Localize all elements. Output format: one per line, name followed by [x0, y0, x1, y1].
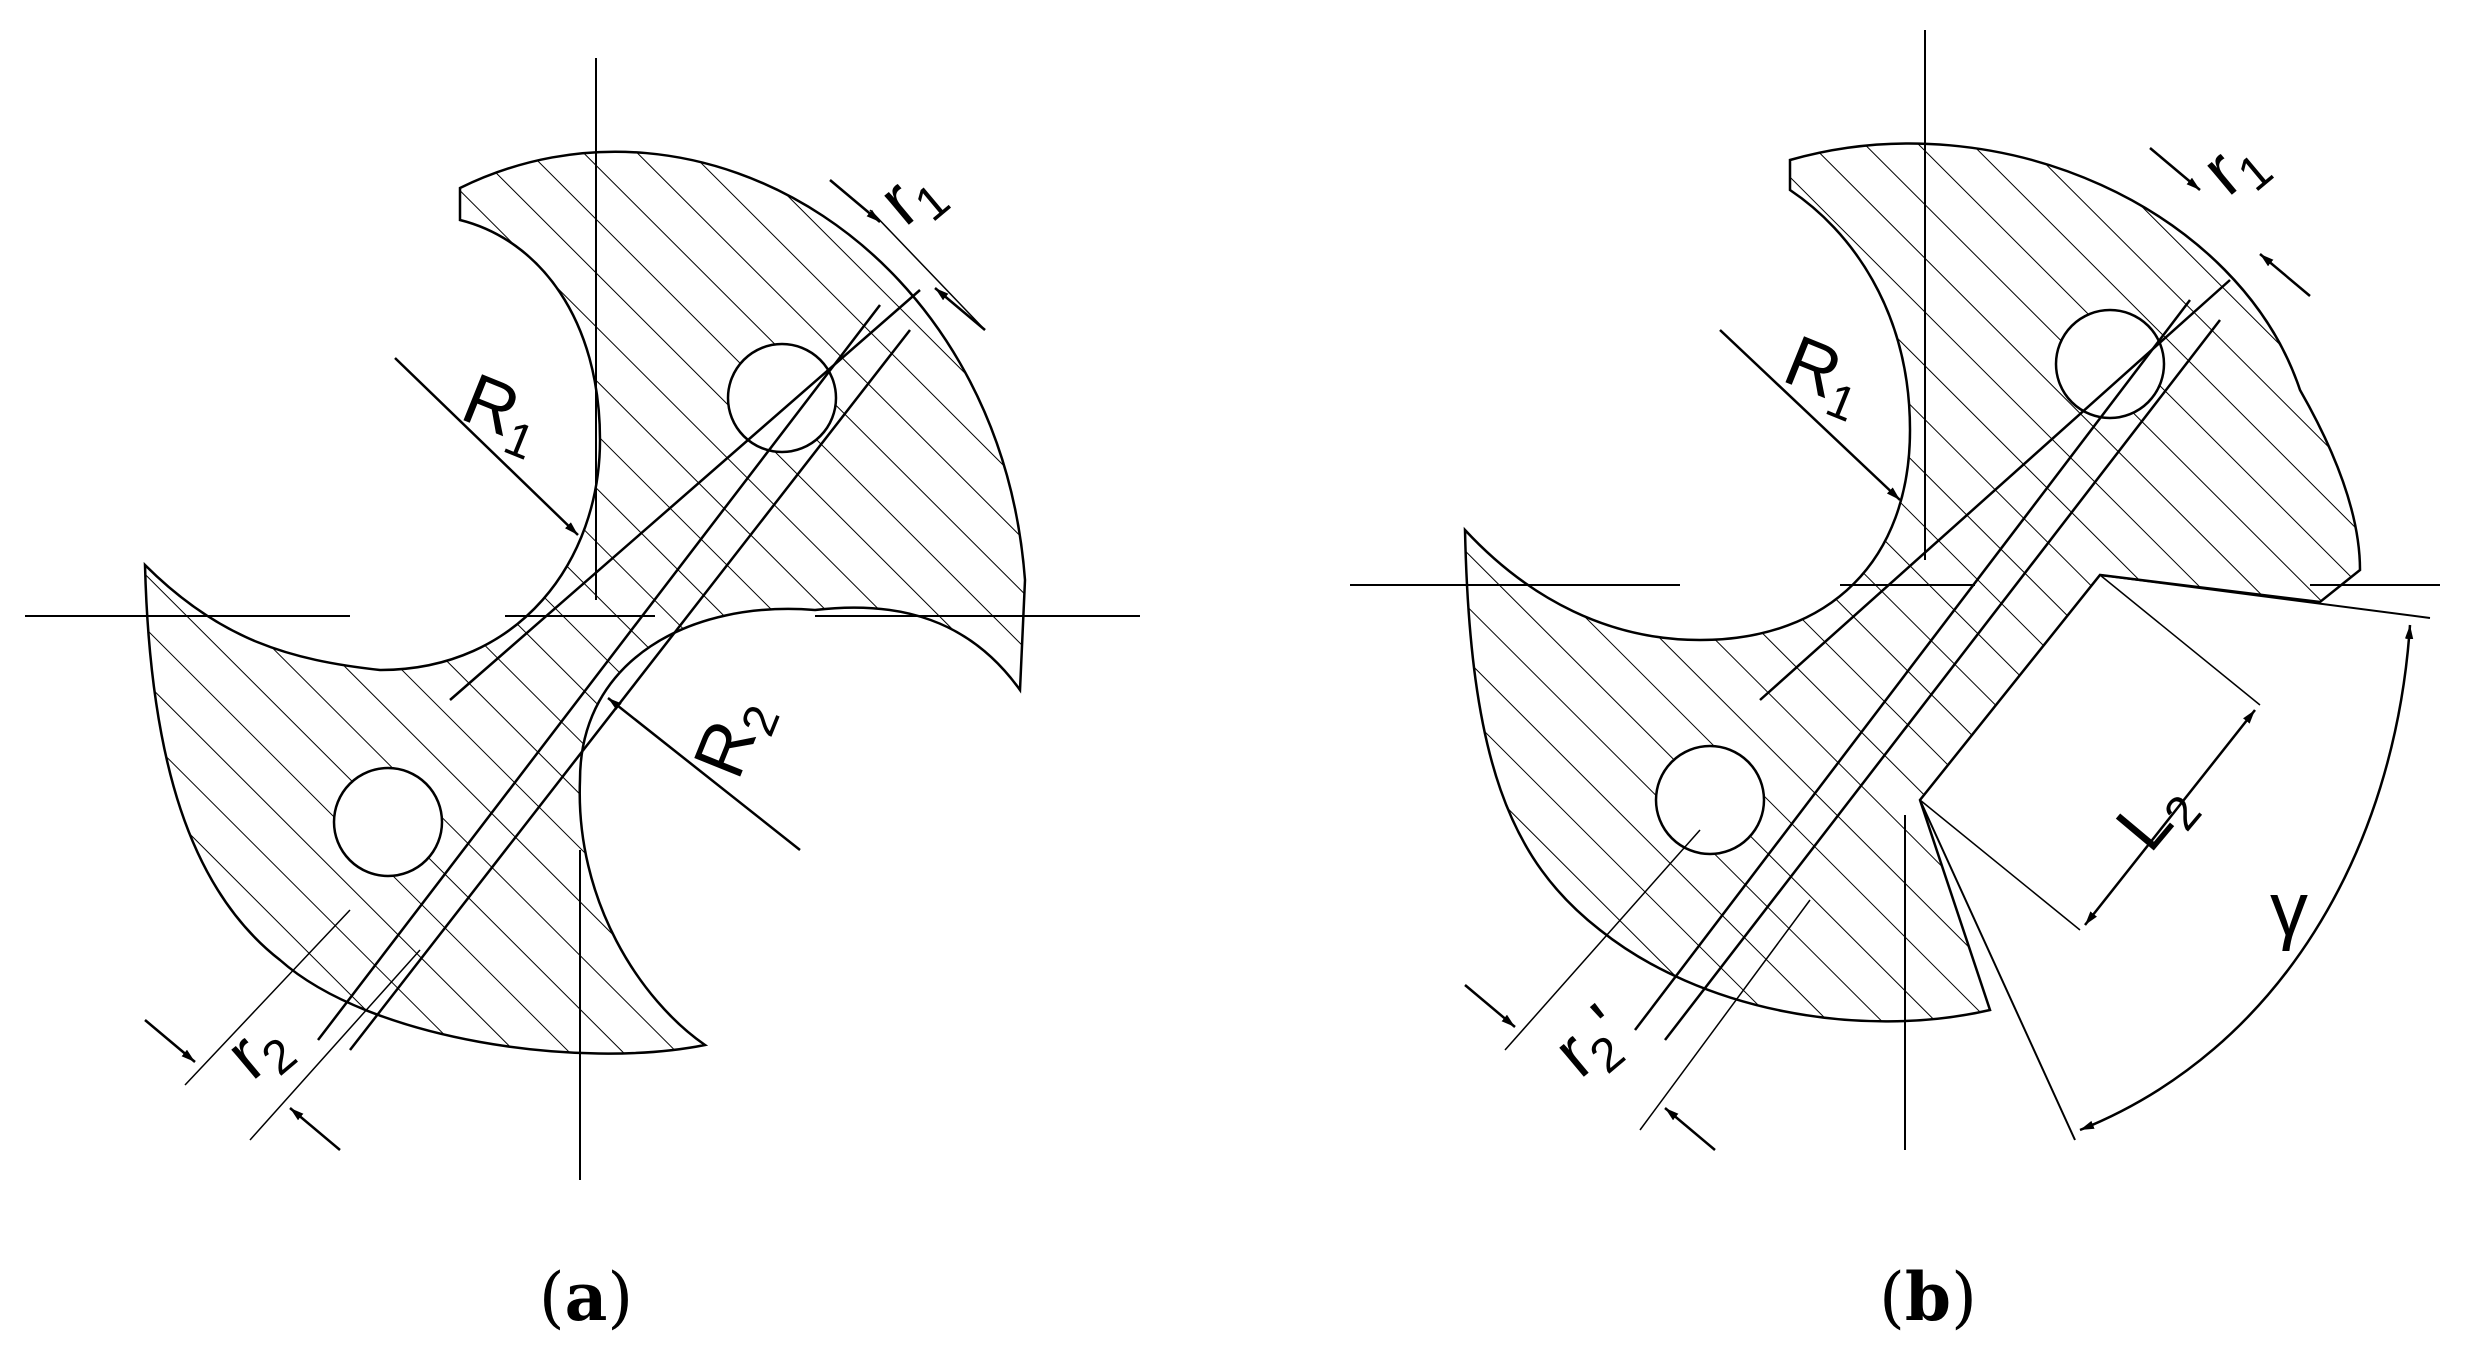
panel-b-drawing [1350, 30, 2440, 1151]
panel-a-drawing [25, 58, 1140, 1180]
panel-b-caption: (b) [1879, 1258, 1977, 1336]
panel-b-gamma-arc [2079, 624, 2414, 1132]
panel-b-caption-letter: b [1904, 1258, 1952, 1336]
panel-a-tool-profile [143, 150, 1027, 1055]
panel-b-coolant-hole-lower [1654, 744, 1766, 856]
svg-text:r1: r1 [864, 146, 960, 247]
panel-a-labels: R1 R2 r1 r2 [211, 146, 960, 1101]
svg-text:r1: r1 [2187, 116, 2283, 217]
panel-a-caption: (a) [538, 1258, 634, 1336]
panel-b-tool-profile [1463, 142, 2362, 1023]
svg-text:R1: R1 [449, 359, 555, 471]
panel-a-coolant-hole-lower [332, 766, 444, 878]
svg-text:r2: r2 [211, 1000, 307, 1101]
panel-a-caption-letter: a [564, 1258, 608, 1336]
panel-b-coolant-hole-upper [2054, 308, 2166, 420]
panel-b-label-gamma: γ [2270, 867, 2308, 952]
svg-text:r2': r2' [1539, 990, 1646, 1100]
svg-text:R2: R2 [679, 685, 791, 791]
svg-text:R1: R1 [1771, 321, 1877, 433]
panel-a-coolant-hole-upper [726, 342, 838, 454]
svg-text:L2: L2 [2101, 763, 2212, 871]
